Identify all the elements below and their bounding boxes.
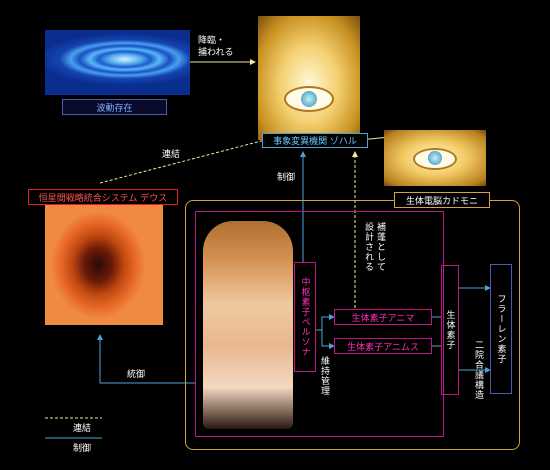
persona-node: 中枢素子ペルソナ (294, 262, 316, 372)
control-top-label: 制御 (277, 173, 296, 183)
kadomony-frame (185, 200, 520, 450)
water-ripple-image (45, 30, 190, 95)
control-persona-animus (321, 330, 335, 349)
golden-eye-image-large (258, 16, 360, 140)
kadomony-label: 生体電脳カドモニ (394, 192, 490, 208)
bio-element-node: 生体素子 (441, 265, 459, 395)
maintain-label: 維持管理 (319, 356, 329, 396)
bicameral-label: 二院合議構造 (473, 340, 483, 400)
persona-frame (195, 211, 444, 437)
control-persona-anima (316, 314, 335, 331)
animus-node: 生体素子アニムス (334, 338, 432, 354)
govern-label: 統御 (127, 370, 146, 380)
supplement-label: 補蓬として 設計される (363, 222, 385, 272)
fralen-node: フラーレン素子 (490, 264, 512, 394)
control-govern-deus (97, 334, 195, 384)
descend-label: 降臨・ 捕われる (198, 36, 234, 58)
legend-link-label: 連結 (73, 424, 92, 434)
legend-control-label: 制御 (73, 444, 92, 454)
anime-character-portrait (203, 221, 293, 429)
link-deus-zohar (99, 139, 266, 184)
red-organic-image (45, 205, 163, 325)
wave-existence-label: 波動存在 (62, 99, 167, 115)
zohar-label: 事象変異機関 ゾハル (262, 133, 368, 148)
deus-label: 恒星間戦略統合システム デウス (28, 189, 178, 205)
anima-node: 生体素子アニマ (334, 309, 432, 325)
link-top-label: 連結 (162, 150, 181, 160)
golden-eye-image-small (384, 130, 486, 186)
